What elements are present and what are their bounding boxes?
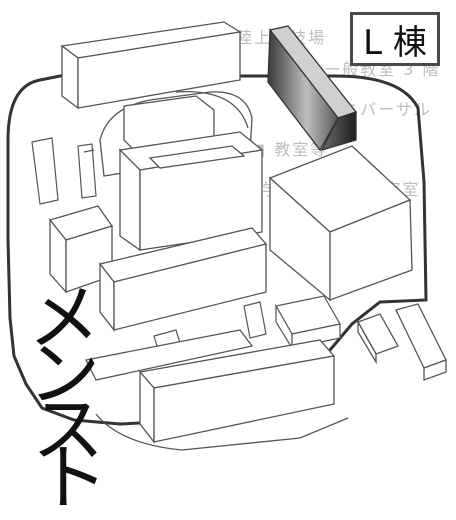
faded-text-4: ■ 教室等 (250, 140, 329, 159)
side-text-char-2: ン (28, 332, 101, 416)
l-building-label: L 棟 (350, 12, 440, 66)
building-small-boxes (153, 295, 341, 357)
side-text-char-1: メ (28, 276, 101, 360)
building-east-large (268, 145, 413, 302)
building-north-long (60, 21, 242, 110)
building-west-small (31, 137, 97, 205)
building-center-mid (98, 227, 268, 332)
building-south-east (357, 303, 447, 381)
side-vertical-text: メ ン ス ト (10, 276, 108, 514)
side-text-char-4: ト (36, 436, 109, 520)
side-text-char-3: ス (32, 388, 105, 472)
campus-drawing (6, 21, 447, 451)
campus-map: □ 陸上競技場 □ 一般教室 3 階 ■ ユニバーサル ■ 教室等 □ 大学院 … (6, 12, 447, 514)
building-south-long (85, 329, 349, 451)
building-central (118, 131, 264, 252)
l-building (267, 25, 358, 152)
